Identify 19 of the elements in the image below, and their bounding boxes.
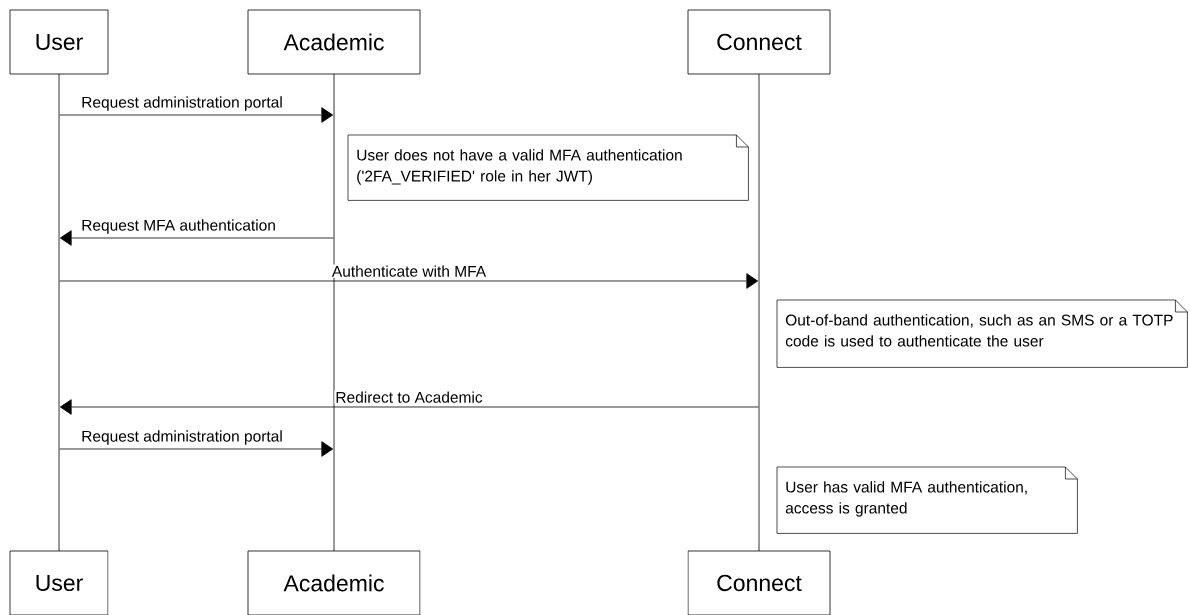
- participant-box: Connect: [687, 9, 831, 75]
- edge-label: Redirect to Academic: [334, 390, 484, 404]
- note: User does not have a valid MFA authentication ('2FA_VERIFIED' role in her JWT): [347, 134, 749, 201]
- edge-label: Request administration portal: [80, 429, 284, 446]
- edge-label: Request MFA authentication: [80, 218, 277, 235]
- participant-box: User: [9, 550, 109, 615]
- message-arrow: [59, 399, 759, 415]
- participant-box: User: [9, 9, 109, 75]
- participant-box: Academic: [247, 9, 421, 75]
- edge-label: Request administration portal: [80, 95, 284, 112]
- note: User has valid MFA authentication, access is granted: [776, 466, 1078, 534]
- participant-box: Connect: [687, 550, 831, 615]
- message-arrow: [59, 441, 334, 457]
- participant-box: Academic: [247, 550, 421, 615]
- note: Out-of-band authentication, such as an SMS or a TOTP code is used to authenticate the user: [776, 299, 1188, 368]
- message-arrow: [59, 273, 759, 289]
- message-arrow: [59, 230, 334, 246]
- edge-label: Authenticate with MFA: [330, 264, 488, 278]
- message-arrow: [59, 107, 334, 123]
